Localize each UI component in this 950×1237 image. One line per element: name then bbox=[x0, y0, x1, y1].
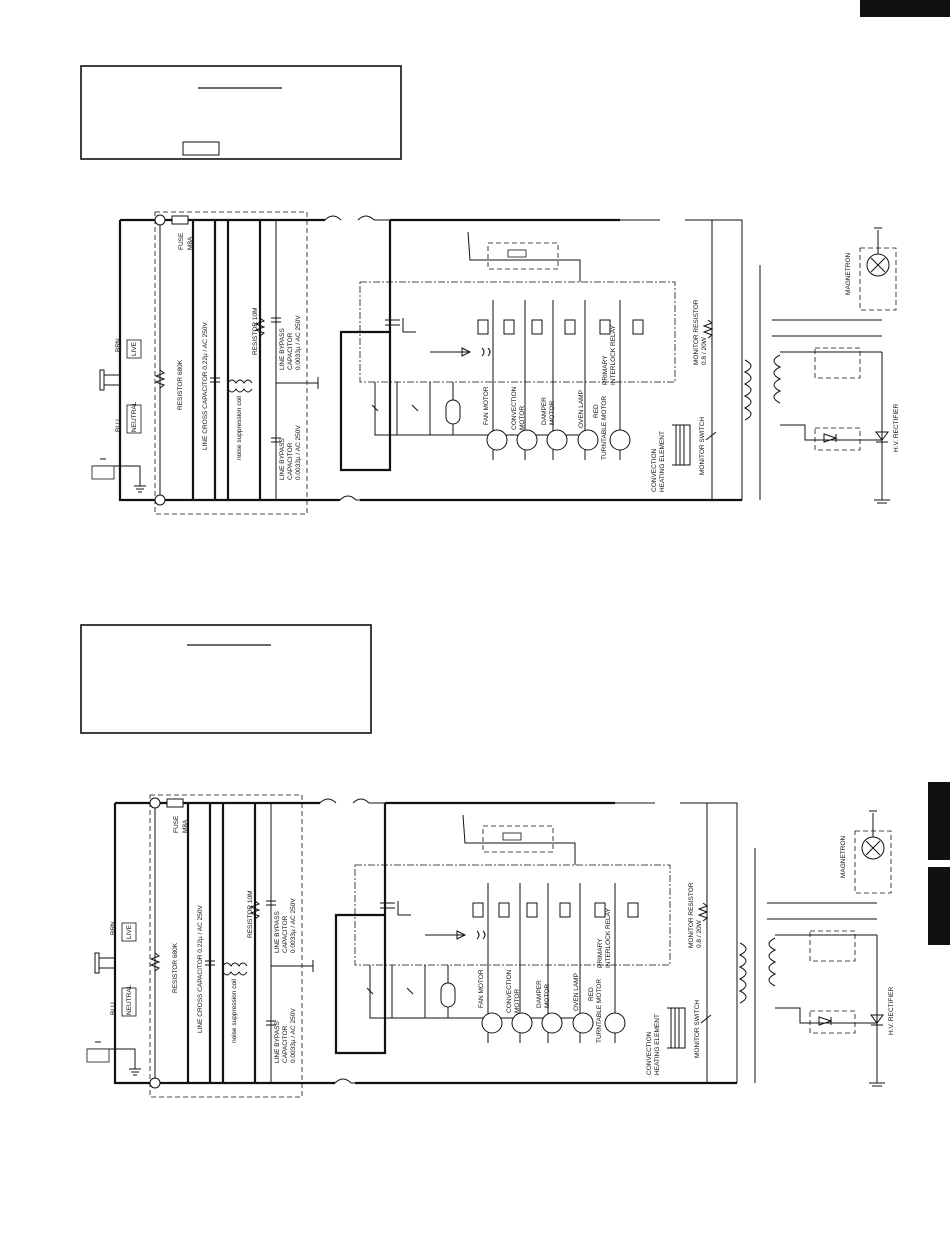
note-box-lower bbox=[80, 624, 372, 734]
monitor-resistor-label1: MONITOR RESISTOR bbox=[688, 882, 695, 948]
plug-brn-label: BRN bbox=[115, 338, 122, 352]
convection-motor-label1: CONVECTION bbox=[511, 386, 518, 430]
bypass-cap-lower-line2: CAPACITOR bbox=[282, 1025, 289, 1063]
side-tab-upper bbox=[928, 782, 950, 860]
resistor-10m-label: RESISTOR 10M bbox=[247, 890, 254, 938]
plug-neutral-tag: NEUTRAL bbox=[131, 401, 138, 432]
fuse-rating-label: M8A bbox=[182, 819, 189, 833]
noise-suppression-coil-label: noise suppression coil bbox=[236, 395, 243, 460]
plug-brn-label: BRN bbox=[110, 921, 117, 935]
turntable-motor-label: TURNTABLE MOTOR bbox=[601, 396, 608, 460]
primary-relay-label1: PRIMARY bbox=[597, 938, 604, 968]
bypass-cap-lower-line2: CAPACITOR bbox=[287, 442, 294, 480]
heating-element-label2: HEATING ELEMENT bbox=[659, 431, 666, 492]
hv-rectifier-label: H.V. RECTIFIER bbox=[893, 404, 900, 452]
labels-upper: FUSE M8A RESISTOR 680K LINE CROSS CAPACI… bbox=[115, 232, 900, 492]
oven-lamp-label: OVEN LAMP bbox=[573, 973, 580, 1011]
heating-element-label1: CONVECTION bbox=[651, 448, 658, 492]
convection-motor-label2: MOTOR bbox=[514, 989, 521, 1013]
side-tab-lower bbox=[928, 867, 950, 945]
resistor-680k-label: RESISTOR 680K bbox=[177, 359, 184, 410]
monitor-switch-label: MONITOR SWITCH bbox=[699, 417, 706, 475]
convection-motor-label2: MOTOR bbox=[519, 406, 526, 430]
convection-motor-label1: CONVECTION bbox=[506, 969, 513, 1013]
resistor-680k-label: RESISTOR 680K bbox=[172, 942, 179, 993]
labels-lower: FUSE M8A RESISTOR 680K LINE CROSS CAPACI… bbox=[110, 815, 895, 1075]
red-label: RED bbox=[588, 987, 595, 1001]
bypass-cap-upper-line1: LINE BYPASS bbox=[279, 328, 286, 370]
primary-relay-label1: PRIMARY bbox=[602, 355, 609, 385]
bypass-cap-upper-line1: LINE BYPASS bbox=[274, 911, 281, 953]
damper-motor-label2: MOTOR bbox=[544, 984, 551, 1008]
monitor-switch-label: MONITOR SWITCH bbox=[694, 1000, 701, 1058]
primary-relay-label2: INTERLOCK RELAY bbox=[605, 907, 612, 968]
fuse-rating-label: M8A bbox=[187, 236, 194, 250]
schematic-lower bbox=[86, 794, 892, 1098]
heating-element-label2: HEATING ELEMENT bbox=[654, 1014, 661, 1075]
bypass-cap-lower-line1: LINE BYPASS bbox=[274, 1021, 281, 1063]
schematic-upper bbox=[91, 211, 897, 515]
resistor-10m-label: RESISTOR 10M bbox=[252, 307, 259, 355]
bypass-cap-lower-line3: 0.0033µ / AC 250V bbox=[290, 1008, 297, 1063]
plug-live-tag: LIVE bbox=[131, 341, 138, 356]
damper-motor-label1: DAMPER bbox=[541, 397, 548, 425]
fuse-label: FUSE bbox=[173, 815, 180, 833]
plug-blu-label: BLU bbox=[115, 419, 122, 432]
page-tab-top bbox=[860, 0, 950, 17]
bypass-cap-lower-line1: LINE BYPASS bbox=[279, 438, 286, 480]
fan-motor-label: FAN MOTOR bbox=[478, 969, 485, 1008]
line-cross-capacitor-label: LINE CROSS CAPACITOR 0.22µ / AC 250V bbox=[202, 322, 209, 450]
turntable-motor-label: TURNTABLE MOTOR bbox=[596, 979, 603, 1043]
bypass-cap-upper-line3: 0.0033µ / AC 250V bbox=[295, 315, 302, 370]
damper-motor-label1: DAMPER bbox=[536, 980, 543, 1008]
magnetron-label: MAGNETRON bbox=[845, 252, 852, 295]
bypass-cap-upper-line3: 0.0033µ / AC 250V bbox=[290, 898, 297, 953]
oven-lamp-label: OVEN LAMP bbox=[578, 390, 585, 428]
bypass-cap-lower-line3: 0.0033µ / AC 250V bbox=[295, 425, 302, 480]
heating-element-label1: CONVECTION bbox=[646, 1031, 653, 1075]
noise-suppression-coil-label: noise suppression coil bbox=[231, 978, 238, 1043]
hv-rectifier-label: H.V. RECTIFIER bbox=[888, 987, 895, 1035]
plug-live-tag: LIVE bbox=[126, 924, 133, 939]
monitor-resistor-label2: 0.8 / 20W bbox=[701, 336, 708, 365]
monitor-resistor-label2: 0.8 / 20W bbox=[696, 919, 703, 948]
primary-relay-label2: INTERLOCK RELAY bbox=[610, 324, 617, 385]
bypass-cap-upper-line2: CAPACITOR bbox=[282, 915, 289, 953]
monitor-resistor-label1: MONITOR RESISTOR bbox=[693, 299, 700, 365]
magnetron-label: MAGNETRON bbox=[840, 835, 847, 878]
note-box-upper bbox=[80, 65, 402, 160]
red-label: RED bbox=[593, 404, 600, 418]
fuse-label: FUSE bbox=[178, 232, 185, 250]
damper-motor-label2: MOTOR bbox=[549, 401, 556, 425]
bypass-cap-upper-line2: CAPACITOR bbox=[287, 332, 294, 370]
plug-blu-label: BLU bbox=[110, 1002, 117, 1015]
fan-motor-label: FAN MOTOR bbox=[483, 386, 490, 425]
plug-neutral-tag: NEUTRAL bbox=[126, 984, 133, 1015]
line-cross-capacitor-label: LINE CROSS CAPACITOR 0.22µ / AC 250V bbox=[197, 905, 204, 1033]
